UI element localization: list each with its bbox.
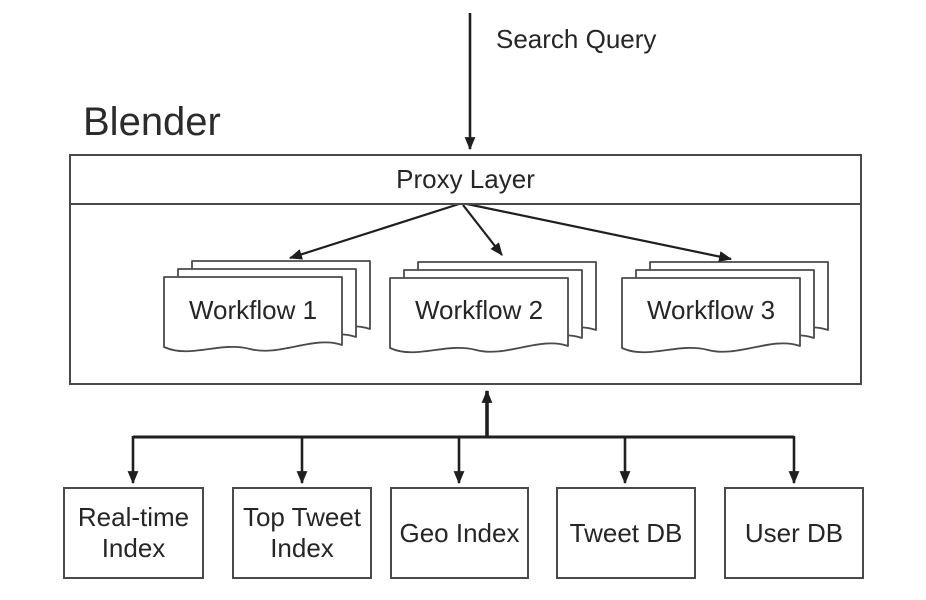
- data-store-realtime-index: Real-time Index: [63, 487, 204, 579]
- data-store-user-db: User DB: [724, 487, 864, 579]
- data-store-label: Real-time Index: [77, 502, 190, 563]
- data-store-tweet-db: Tweet DB: [556, 487, 696, 579]
- data-store-geo-index: Geo Index: [390, 487, 529, 579]
- data-store-label: Tweet DB: [569, 517, 683, 548]
- data-store-top-tweet-index: Top Tweet Index: [232, 487, 372, 579]
- workflow-2-label: Workflow 2: [414, 295, 544, 325]
- blender-title: Blender: [83, 100, 221, 144]
- proxy-layer-band: Proxy Layer: [71, 156, 860, 205]
- blender-box: Proxy Layer: [69, 154, 862, 385]
- data-store-label: User DB: [744, 517, 844, 548]
- data-store-label: Top Tweet Index: [242, 502, 362, 563]
- workflow-1-label: Workflow 1: [188, 295, 318, 325]
- search-query-label: Search Query: [496, 24, 657, 54]
- data-store-label: Geo Index: [399, 517, 520, 548]
- workflow-3-label: Workflow 3: [646, 295, 776, 325]
- proxy-layer-label: Proxy Layer: [396, 164, 535, 194]
